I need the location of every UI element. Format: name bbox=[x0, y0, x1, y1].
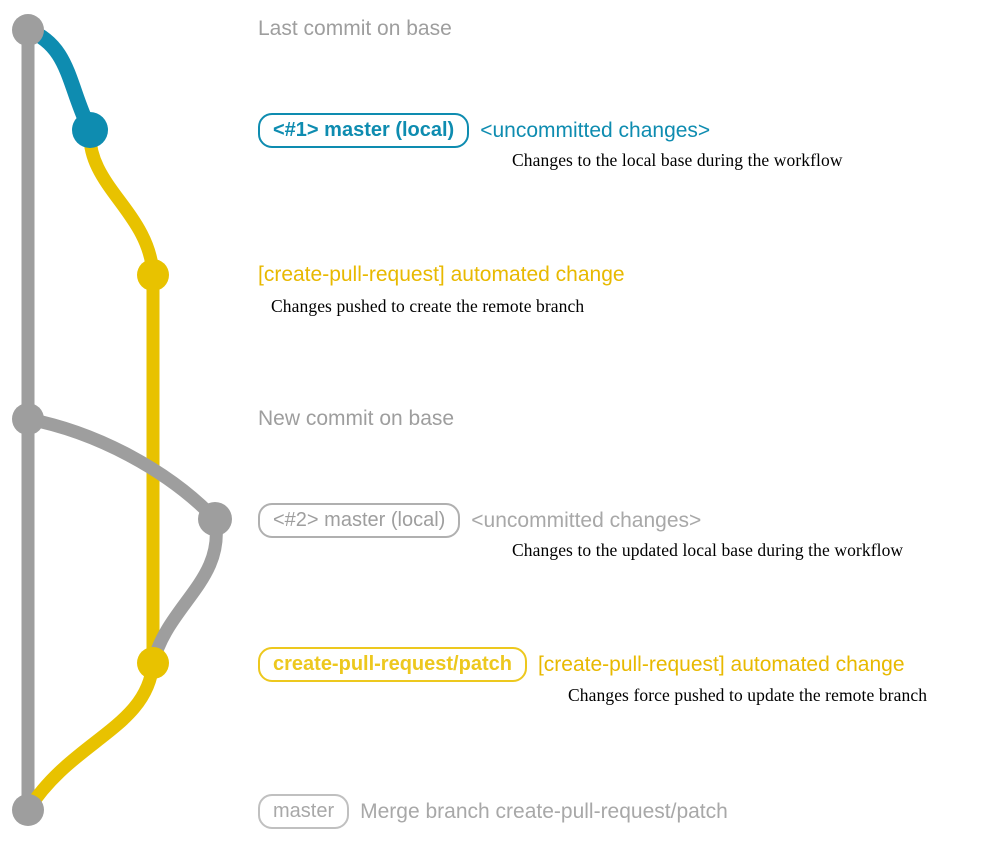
commit-message: [create-pull-request] automated change bbox=[258, 263, 625, 286]
commit-row-last-commit-on-base: Last commit on base bbox=[258, 18, 452, 39]
commit-row-new-commit-on-base: New commit on base bbox=[258, 408, 454, 429]
commit-node-base-last[interactable] bbox=[12, 14, 44, 46]
branch-line-local2-to-patch bbox=[146, 512, 223, 670]
branch-pill-create-pull-request-patch[interactable]: create-pull-request/patch bbox=[258, 647, 527, 682]
commit-message: Last commit on base bbox=[258, 17, 452, 40]
branch-line-patch-top bbox=[83, 123, 160, 282]
commit-message: <uncommitted changes> bbox=[471, 509, 702, 532]
branch-line-updated-local bbox=[21, 412, 222, 526]
commit-row-merge-branch: master Merge branch create-pull-request/… bbox=[258, 794, 728, 829]
commit-node-base-new[interactable] bbox=[12, 403, 44, 435]
commit-description-master-local-2: Changes to the updated local base during… bbox=[512, 540, 904, 560]
commit-node-patch-create[interactable] bbox=[137, 259, 169, 291]
commit-message: [create-pull-request] automated change bbox=[537, 653, 905, 676]
branch-line-patch-merge bbox=[21, 656, 160, 817]
commit-node-base-merge[interactable] bbox=[12, 794, 44, 826]
commit-description-automated-change-2: Changes force pushed to update the remot… bbox=[568, 685, 928, 705]
commit-description-master-local-1: Changes to the local base during the wor… bbox=[512, 150, 843, 170]
commit-row-automated-change-2: create-pull-request/patch [create-pull-r… bbox=[258, 647, 905, 682]
commit-node-patch-update[interactable] bbox=[137, 647, 169, 679]
commit-node-local-2[interactable] bbox=[198, 502, 232, 536]
commit-message: Merge branch create-pull-request/patch bbox=[360, 800, 728, 823]
commit-message: <uncommitted changes> bbox=[480, 119, 711, 142]
commit-message: New commit on base bbox=[258, 407, 455, 430]
branch-pill-master[interactable]: master bbox=[258, 794, 350, 829]
commit-description-automated-change-1: Changes pushed to create the remote bran… bbox=[271, 296, 585, 316]
commit-row-automated-change-1: [create-pull-request] automated change bbox=[258, 264, 625, 285]
commit-row-master-local-1: <#1> master (local) <uncommitted changes… bbox=[258, 113, 710, 148]
commit-row-master-local-2: <#2> master (local) <uncommitted changes… bbox=[258, 503, 701, 538]
branch-pill-master-local-2[interactable]: <#2> master (local) bbox=[258, 503, 461, 538]
branch-pill-master-local-1[interactable]: <#1> master (local) bbox=[258, 113, 470, 148]
commit-node-local-1[interactable] bbox=[72, 112, 108, 148]
